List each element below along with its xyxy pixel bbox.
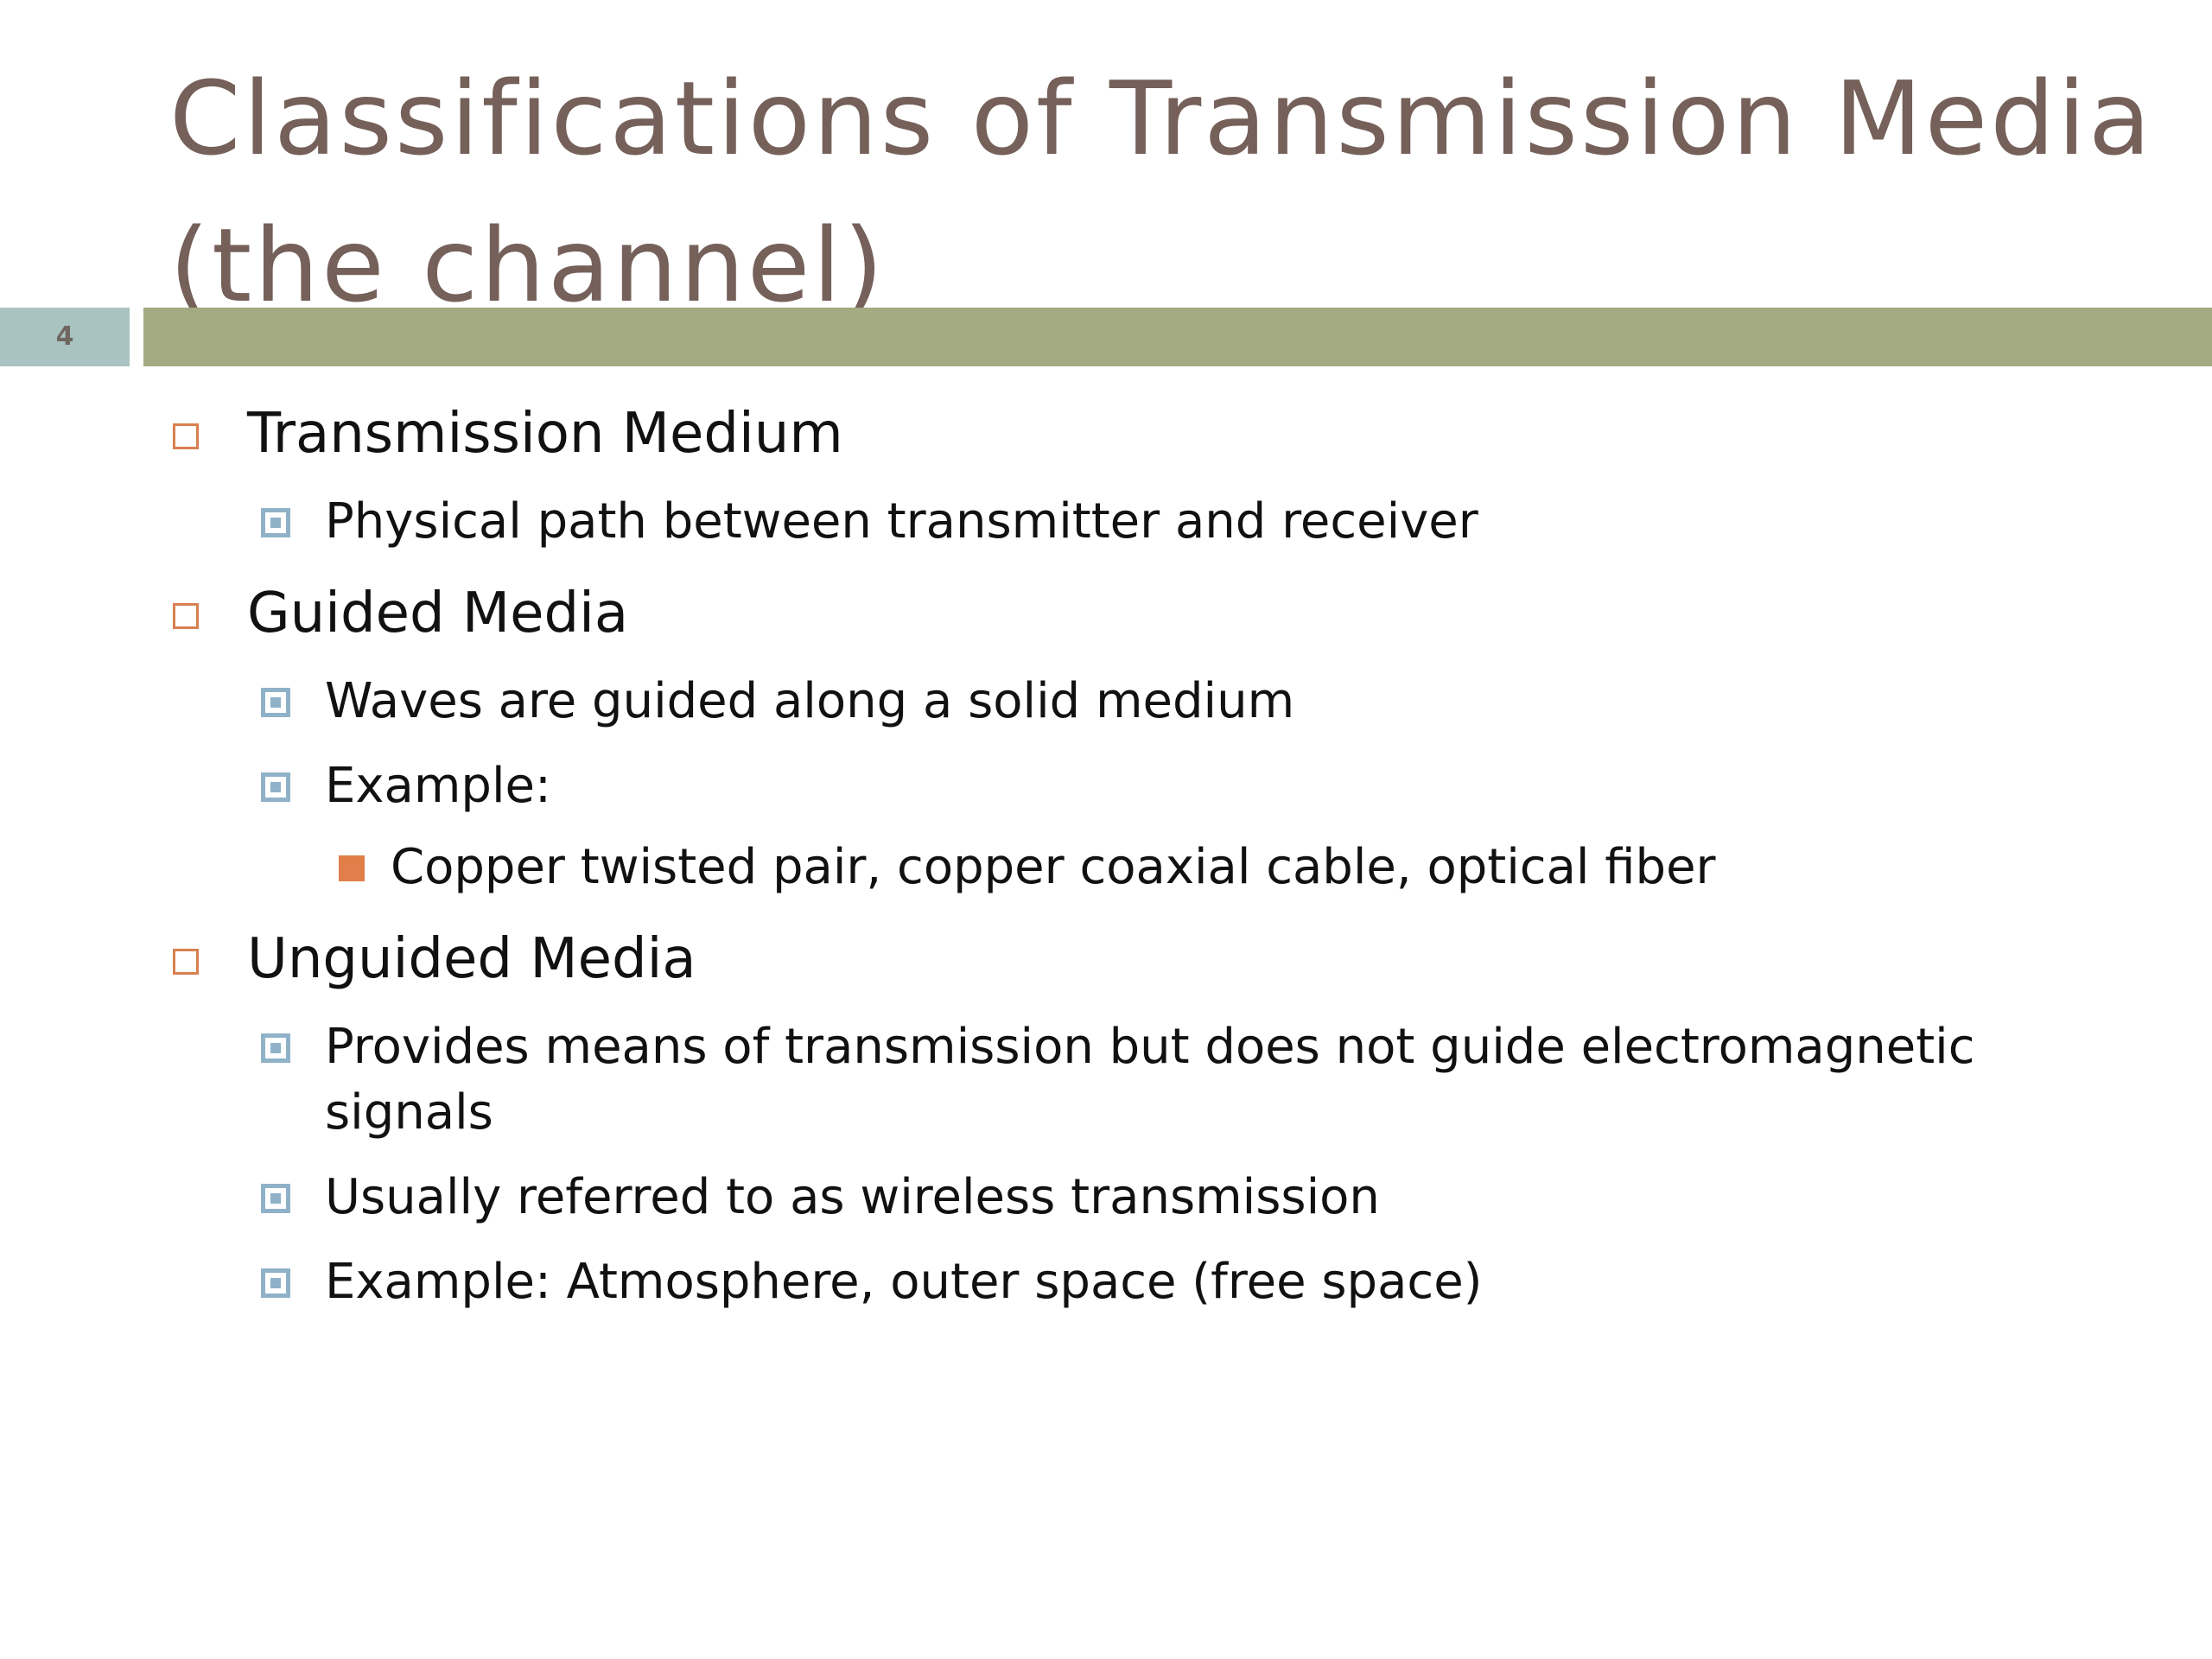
boxed-square-bullet-icon [261,772,290,802]
bullet-text: Physical path between transmitter and re… [325,493,1478,550]
boxed-square-bullet-icon [261,1033,290,1063]
bullet-text: Waves are guided along a solid medium [325,673,1295,729]
boxed-square-bullet-icon [261,1268,290,1298]
bullet-text: Example: Atmosphere, outer space (free s… [325,1254,1483,1310]
hollow-square-bullet-icon [173,423,199,449]
bullet-text: Usually referred to as wireless transmis… [325,1169,1380,1225]
bullet-text: signals [325,1084,493,1141]
bullet-physical-path: Physical path between transmitter and re… [261,489,1478,555]
bullet-text: Transmission Medium [247,402,843,466]
boxed-square-bullet-icon [261,508,290,537]
bullet-text: Copper twisted pair, copper coaxial cabl… [391,839,1716,895]
bullet-text: Example: [325,758,551,814]
hollow-square-bullet-icon [173,603,199,629]
bullet-unguided-example: Example: Atmosphere, outer space (free s… [261,1249,1483,1315]
bullet-text: Guided Media [247,582,629,645]
bullet-unguided-definition-continuation: signals [325,1080,493,1146]
slide-title-line-2: (the channel) [169,206,887,325]
hollow-square-bullet-icon [173,949,199,975]
bullet-transmission-medium: Transmission Medium [173,399,843,468]
bullet-text: Unguided Media [247,927,696,991]
filled-square-bullet-icon [339,855,365,881]
bullet-guided-media: Guided Media [173,579,629,648]
boxed-square-bullet-icon [261,1184,290,1213]
title-divider-bar [143,308,2212,366]
slide-title-line-1: Classifications of Transmission Media [169,59,2154,178]
bullet-guided-example: Example: [261,753,551,819]
slide-number: 4 [0,308,130,366]
bullet-unguided-definition: Provides means of transmission but does … [261,1014,1975,1080]
bullet-text: Provides means of transmission but does … [325,1019,1975,1075]
bullet-wireless-transmission: Usually referred to as wireless transmis… [261,1165,1380,1230]
boxed-square-bullet-icon [261,688,290,717]
bullet-waves-guided: Waves are guided along a solid medium [261,669,1295,734]
bullet-guided-media-examples: Copper twisted pair, copper coaxial cabl… [339,835,1716,900]
bullet-unguided-media: Unguided Media [173,925,696,994]
slide-title: Classifications of Transmission Media (t… [169,45,2157,339]
